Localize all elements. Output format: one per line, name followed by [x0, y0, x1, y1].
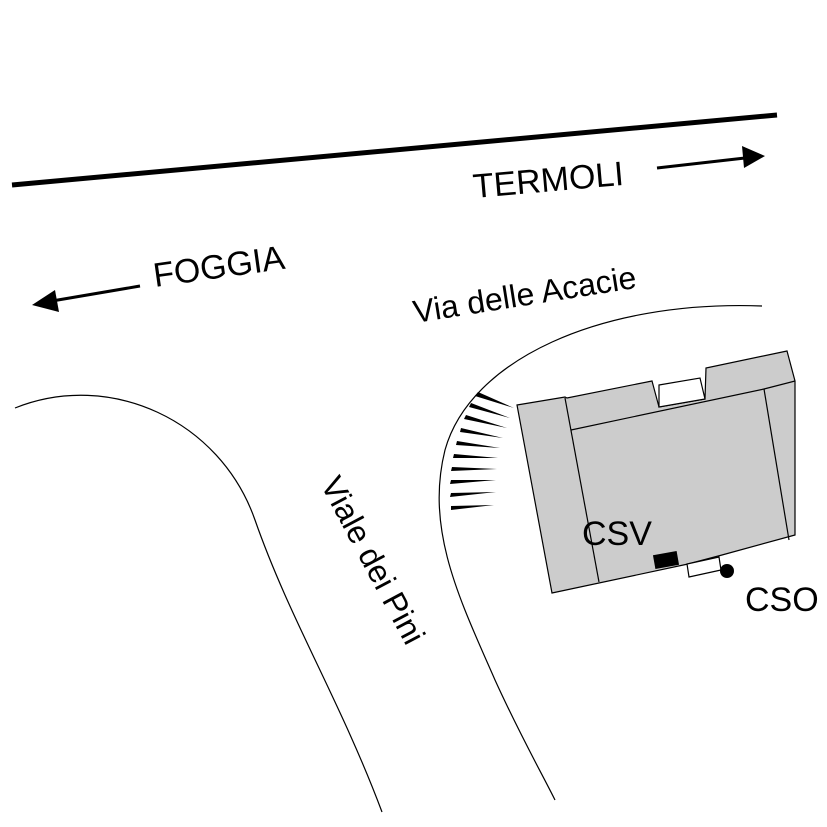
viale-dei-pini-left-edge [14, 394, 383, 813]
dot-icon [720, 564, 734, 578]
highway-line [11, 112, 778, 188]
via-delle-acacie-label: Via delle Acacie [410, 259, 638, 330]
csv-label: CSV [582, 515, 652, 553]
arrow-right-icon [656, 146, 765, 170]
foggia-label: FOGGIA [151, 239, 288, 295]
via-delle-acacie-curve [438, 304, 763, 801]
building [516, 350, 796, 594]
arrow-left-icon [32, 284, 141, 312]
building-courtyard-top [658, 377, 706, 408]
termoli-label: TERMOLI [471, 155, 625, 206]
viale-dei-pini-label: Viale dei Pini [314, 470, 432, 650]
vegetation-hatch [450, 392, 514, 510]
cso-label: CSO [745, 581, 819, 619]
square-icon [652, 551, 680, 569]
